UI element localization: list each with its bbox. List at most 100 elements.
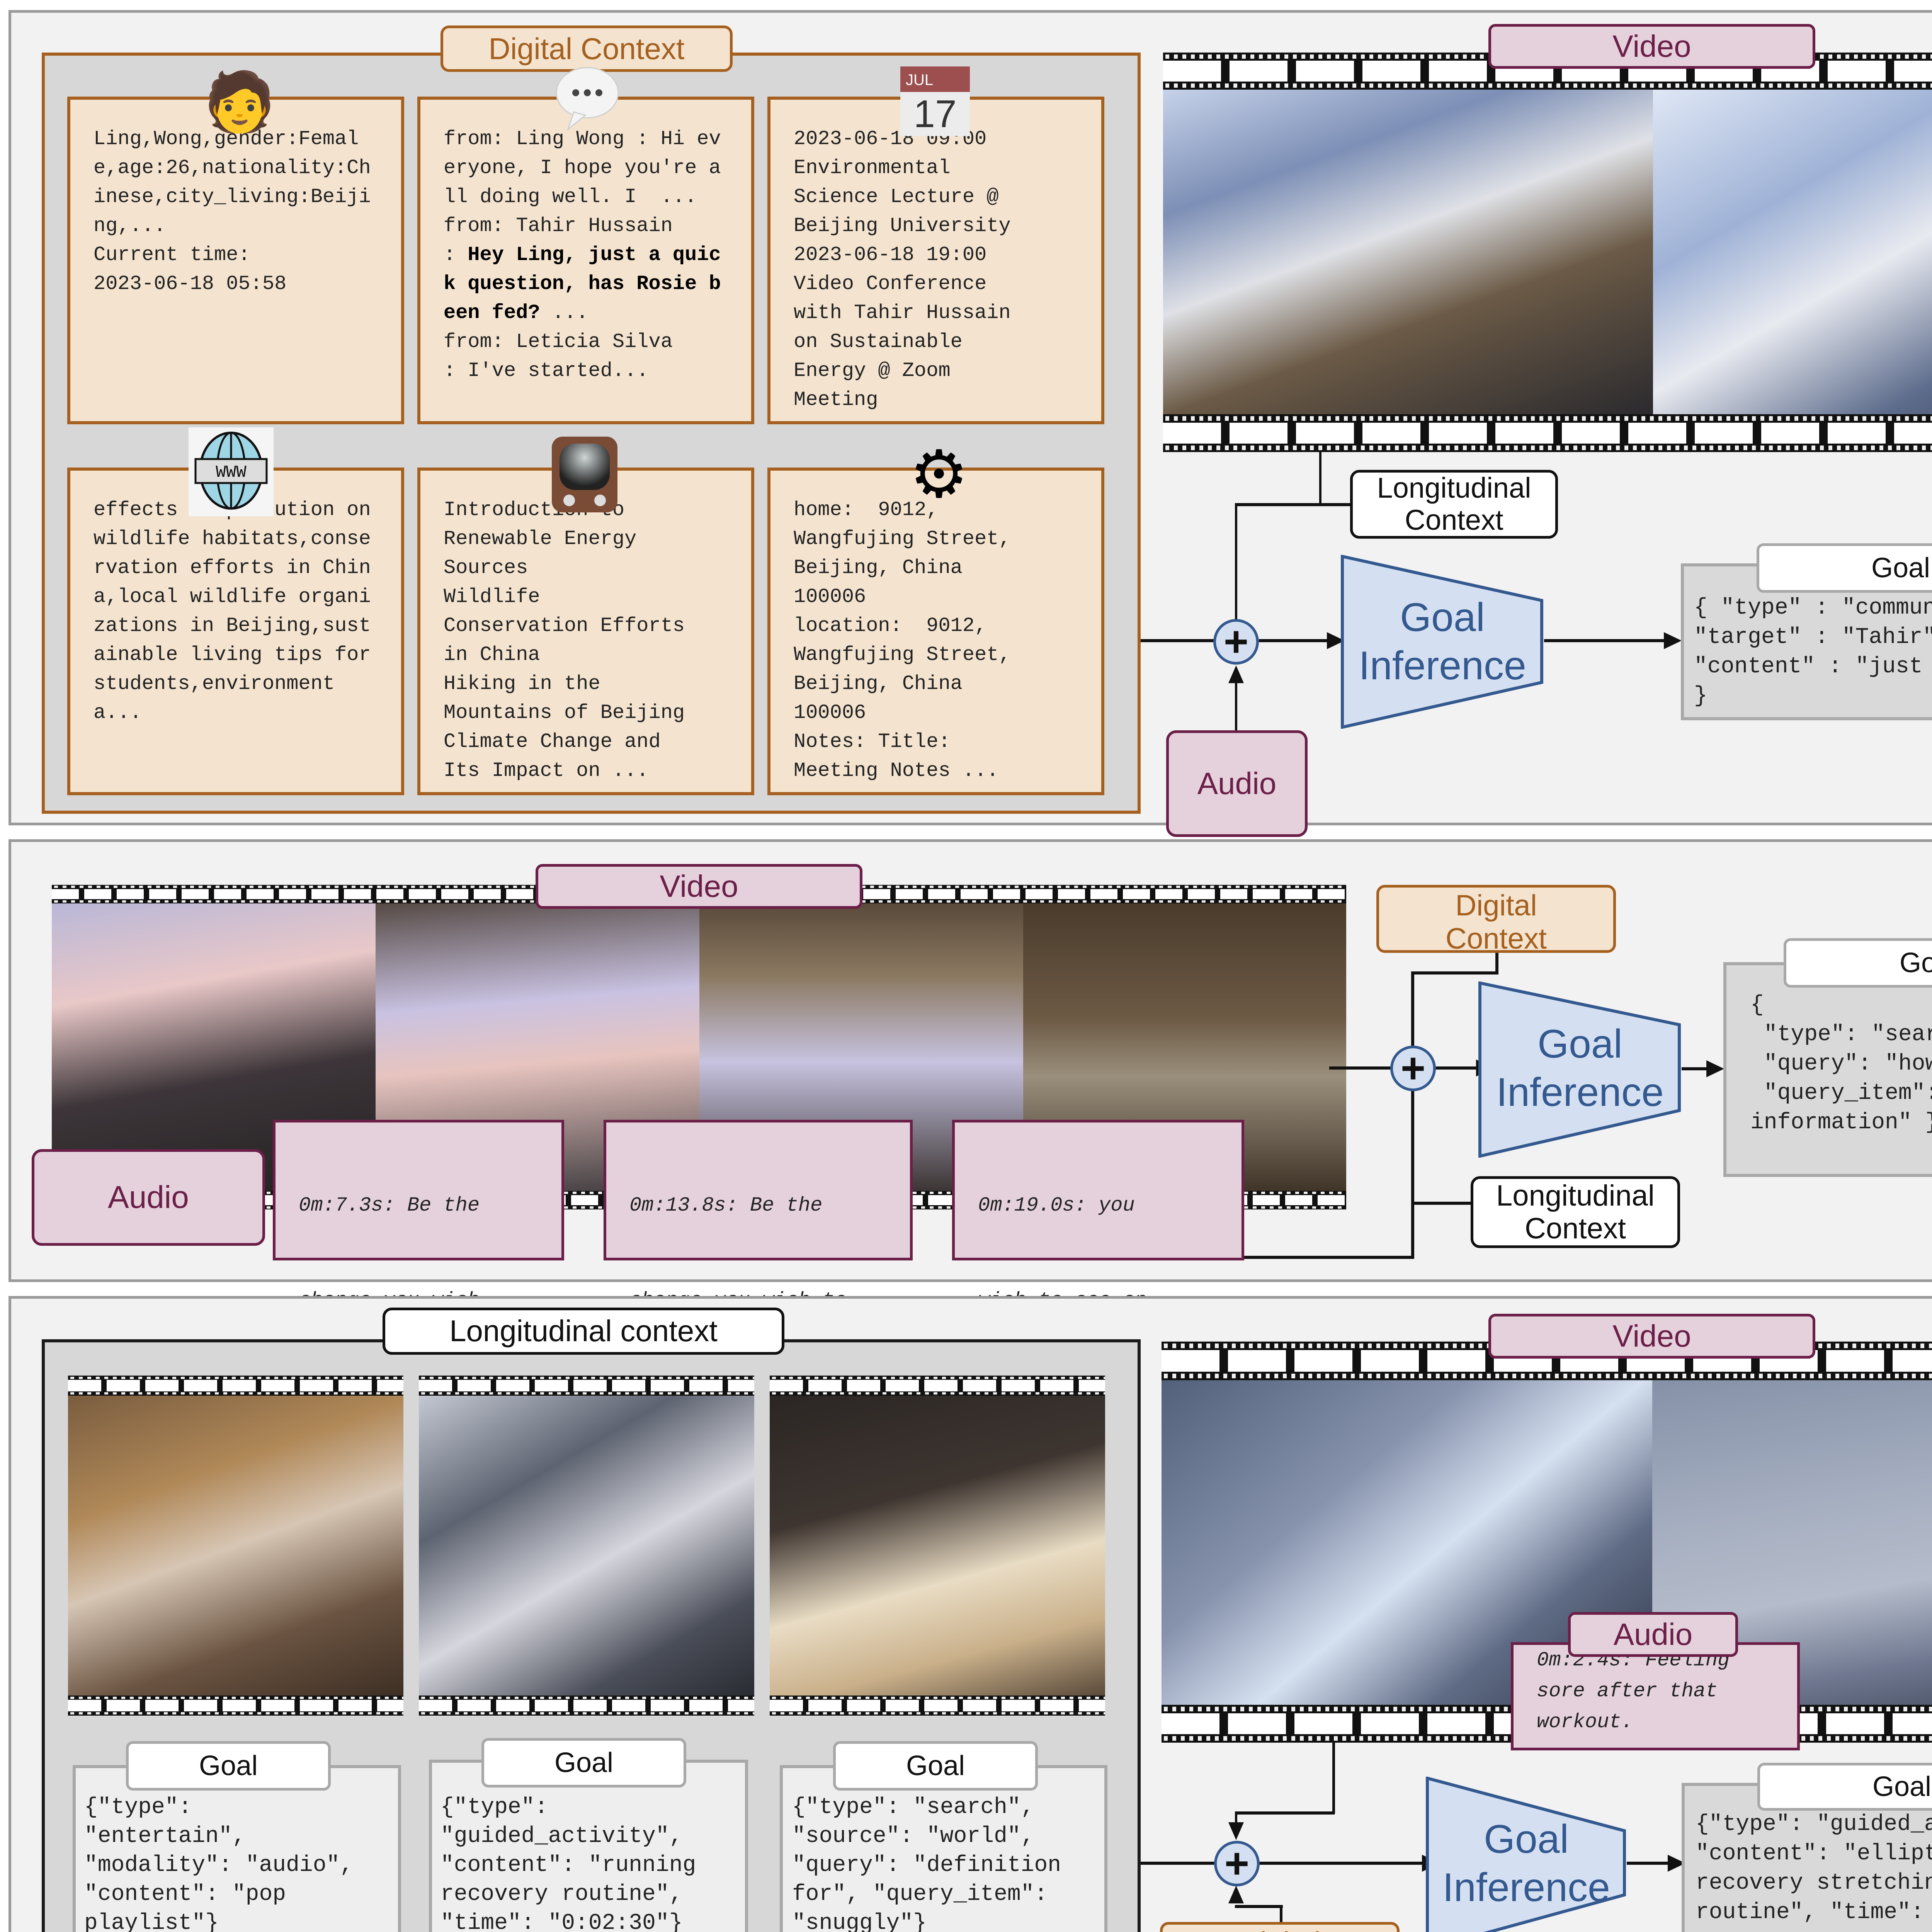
connector-plus-to-gi: [1436, 1066, 1484, 1070]
connector-audio-up: [1235, 680, 1237, 730]
browsing-text: effects of pollution on wildlife habitat…: [94, 498, 371, 724]
film-sprockets-bottom: [770, 1696, 1105, 1716]
tv-knob: [563, 495, 575, 506]
connector-plus-to-gi: [1259, 639, 1336, 642]
speech-bubble-svg: [556, 67, 619, 131]
goal-label: Goal: [1757, 1763, 1932, 1811]
caption-line: 0m:7.3s: Be the: [299, 1194, 480, 1217]
connector-longitudinal-v: [1235, 503, 1237, 623]
www-globe-icon: WWW: [189, 427, 274, 516]
video-frame-1[interactable]: [1163, 90, 1653, 414]
connector-longitudinal-h: [1235, 503, 1355, 506]
caption-line: 0m:13.8s: Be the: [629, 1194, 823, 1217]
history-frame-bedroom: [419, 1396, 754, 1696]
longitudinal-context-title: Longitudinal context: [383, 1308, 784, 1355]
combine-plus-icon: +: [1213, 619, 1259, 665]
audio-caption-3: 0m:19.0s: you wish to see on 0m:23.0s: t…: [952, 1120, 1244, 1502]
goal-output-box: [1723, 962, 1932, 1177]
digital-context-label: Digital Context: [1160, 1922, 1400, 1932]
calendar-day: 17: [913, 92, 957, 136]
combine-plus-icon: +: [1214, 1841, 1260, 1886]
goal-label: Goal: [481, 1738, 686, 1787]
arrow-up-icon: [1228, 665, 1244, 683]
connector-video-down: [1332, 1743, 1335, 1814]
goal-json: { "type": "search", "query": "how to", "…: [1750, 993, 1932, 1135]
calendar-icon: JUL 17: [900, 66, 970, 136]
connector-digital-h: [1411, 971, 1498, 975]
connector-audio-to-bus: [1244, 1256, 1414, 1259]
connector-digital-h: [1235, 1905, 1283, 1908]
connector-digital-v: [1495, 947, 1498, 974]
connector-digital-v: [1280, 1905, 1282, 1924]
video-filmstrip: [1163, 53, 1932, 452]
longitudinal-context-label: Longitudinal Context: [1471, 1176, 1680, 1248]
watch-history-text: Introduction to Renewable Energy Sources…: [444, 498, 685, 782]
messages-text: from: Ling Wong : Hi everyone, I hope yo…: [444, 128, 721, 382]
calendar-card: 2023-06-18 09:00 Environmental Science L…: [767, 97, 1104, 424]
digital-context-label: Digital Context: [1376, 885, 1616, 955]
history-goal-json-2: {"type": "guided_activity", "content": "…: [440, 1795, 696, 1932]
goal-label: Goal: [1784, 938, 1932, 988]
film-sprockets-top: [419, 1376, 754, 1396]
video-frame-2[interactable]: [1653, 90, 1932, 414]
goal-inference-label: Goal Inference: [1359, 595, 1526, 688]
film-sprockets-top: [770, 1376, 1105, 1396]
arrow-right-icon: [1664, 632, 1682, 649]
history-goal-box-1: [73, 1765, 401, 1932]
arrow-up-icon: [1228, 1886, 1244, 1903]
audio-caption-2: 0m:13.8s: Be the change you wish to see …: [604, 1120, 913, 1502]
history-clip-1[interactable]: [68, 1376, 403, 1716]
arrow-right-icon: [1706, 1060, 1724, 1077]
globe-svg: [194, 432, 268, 510]
audio-label: Audio: [32, 1149, 265, 1246]
tv-knob: [594, 495, 606, 506]
location-notes-card: home: 9012, Wangfujing Street, Beijing, …: [767, 468, 1104, 795]
digital-context-title: Digital Context: [440, 26, 733, 72]
video-label: Video: [1488, 1314, 1815, 1359]
video-label: Video: [1488, 24, 1815, 69]
goal-inference-block: [1478, 981, 1681, 1158]
goal-label: Goal: [126, 1741, 331, 1791]
history-frame-bathroom: [68, 1396, 403, 1696]
goal-inference-label: Goal Inference: [1442, 1817, 1610, 1910]
connector-video-to-plus: [1329, 1066, 1413, 1070]
location-notes-text: home: 9012, Wangfujing Street, Beijing, …: [794, 498, 1011, 782]
goal-inference-label: Goal Inference: [1496, 1022, 1664, 1115]
goal-label: Goal: [1757, 543, 1932, 593]
www-label: WWW: [216, 463, 247, 482]
profile-text: Ling,Wong,gender:Female,age:26,nationali…: [94, 128, 371, 295]
highlighted-message: Hey Ling, just a quick question, has Ros…: [444, 243, 721, 324]
film-sprockets-bottom: [1163, 414, 1932, 452]
history-goal-json-1: {"type": "entertain", "modality": "audio…: [84, 1795, 354, 1932]
longitudinal-context-label: Longitudinal Context: [1350, 470, 1558, 539]
history-clip-3[interactable]: [770, 1376, 1105, 1716]
caption-line: 0m:19.0s: you: [978, 1194, 1135, 1217]
connector-video-down: [1319, 452, 1321, 506]
watch-history-card: Introduction to Renewable Energy Sources…: [417, 468, 754, 795]
video-label: Video: [536, 864, 862, 909]
profile-card: Ling,Wong,gender:Female,age:26,nationali…: [67, 97, 404, 424]
browsing-history-card: effects of pollution on wildlife habitat…: [67, 468, 404, 795]
combine-plus-icon: +: [1390, 1046, 1436, 1091]
calendar-month: JUL: [900, 66, 970, 92]
connector-gi-to-goal: [1682, 1067, 1710, 1070]
connector-video-h: [1235, 1811, 1335, 1815]
goal-inference-block: [1426, 1777, 1626, 1932]
audio-label: Audio: [1166, 730, 1308, 837]
goal-inference-block: [1341, 555, 1543, 729]
film-sprockets-bottom: [419, 1696, 754, 1716]
television-icon: [552, 437, 617, 512]
history-frame-kitchen-book: [770, 1396, 1105, 1696]
connector-longitudinal-to-plus: [1141, 1862, 1218, 1865]
history-clip-2[interactable]: [419, 1376, 754, 1716]
speech-bubble-icon: [553, 66, 622, 131]
film-sprockets-top: [68, 1376, 403, 1396]
audio-label: Audio: [1568, 1612, 1738, 1657]
connector-gi-to-goal: [1627, 1862, 1673, 1865]
audio-caption-1: 0m:7.3s: Be the change you wish to see i…: [273, 1120, 564, 1502]
arrow-down-icon: [1228, 1822, 1244, 1840]
goal-json: { "type" : "communication", "target" : "…: [1694, 595, 1932, 709]
goal-label: Goal: [833, 1741, 1038, 1791]
film-sprockets-bottom: [68, 1696, 403, 1716]
history-goal-json-3: {"type": "search", "source": "world", "q…: [792, 1795, 1061, 1932]
